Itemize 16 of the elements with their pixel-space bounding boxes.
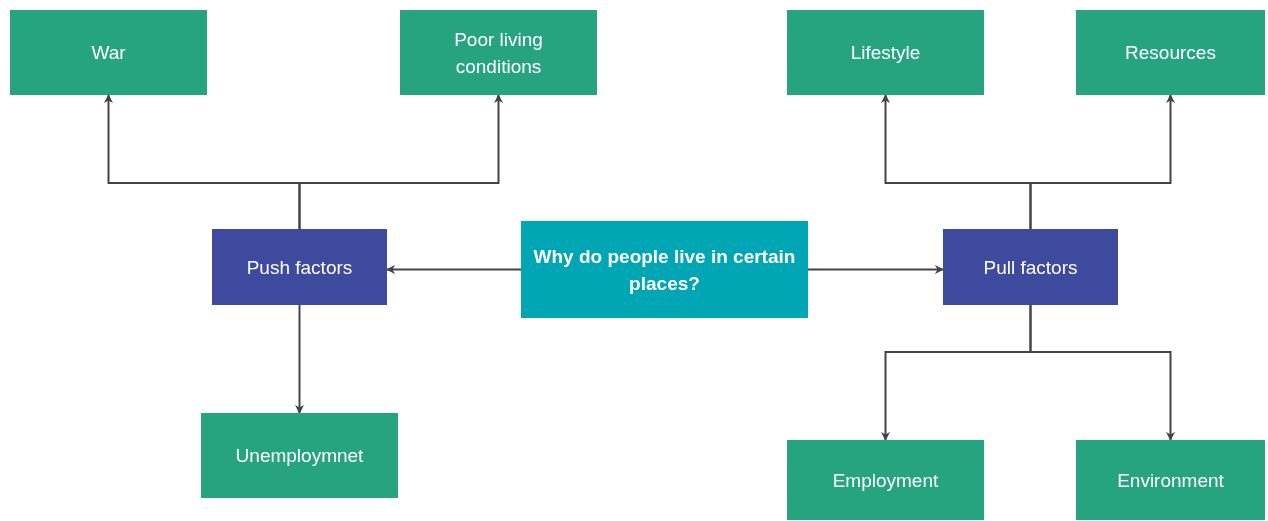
factor-box: Push factors xyxy=(212,229,387,305)
reason-box: Poor living conditions xyxy=(400,10,597,95)
reason-box: War xyxy=(10,10,207,95)
reason-box: Unemploymnet xyxy=(201,413,398,498)
arrow xyxy=(1029,304,1175,441)
reason-box: Employment xyxy=(787,440,984,520)
arrow xyxy=(295,304,304,414)
arrow xyxy=(386,265,522,274)
factor-box: Pull factors xyxy=(943,229,1118,305)
reason-box: Resources xyxy=(1076,10,1265,95)
question-box: Why do people live in certain places? xyxy=(521,221,808,318)
reason-box: Lifestyle xyxy=(787,10,984,95)
arrow xyxy=(807,265,944,274)
reason-box: Environment xyxy=(1076,440,1265,520)
arrow xyxy=(1029,94,1175,230)
arrow xyxy=(298,94,503,230)
